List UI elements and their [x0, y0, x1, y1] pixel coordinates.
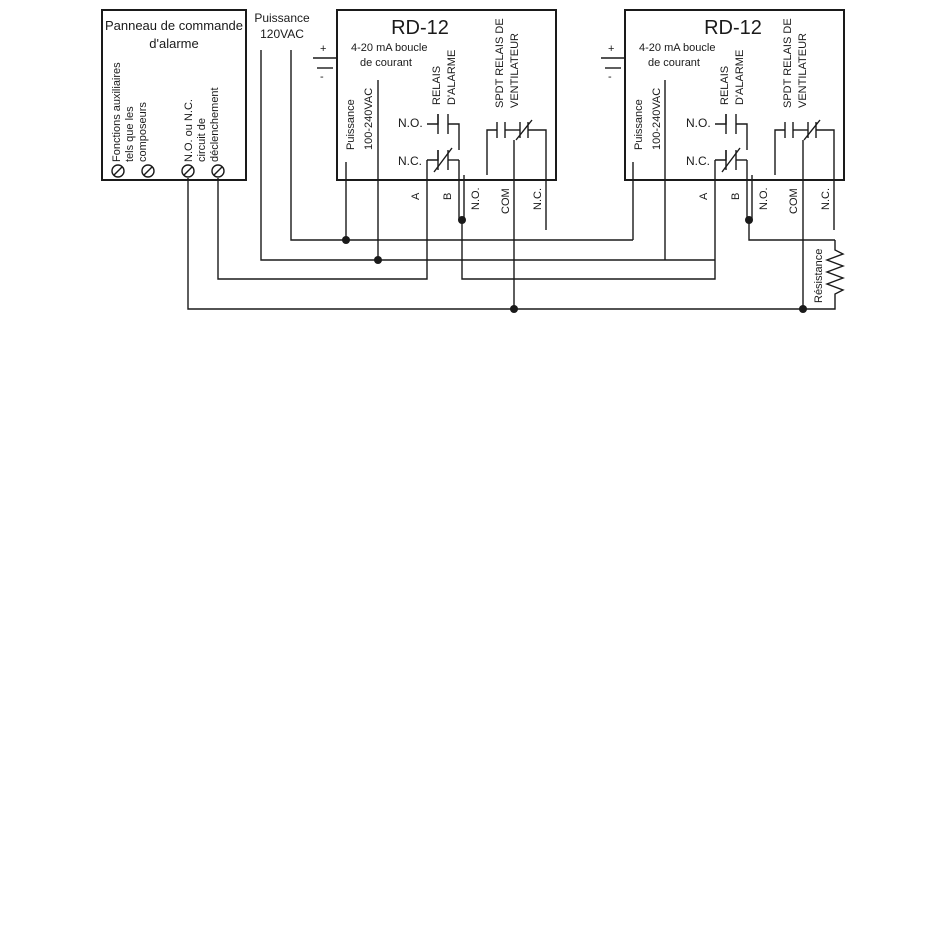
terminal-b-label: B — [730, 193, 742, 200]
power-wire-line — [290, 50, 633, 241]
terminal-no-label: N.O. — [758, 187, 770, 210]
alarm-panel-box — [101, 9, 247, 181]
junction-dot — [510, 305, 518, 313]
current-loop-label-line1: 4-20 mA boucle — [351, 42, 427, 54]
current-loop-battery-icon — [313, 57, 337, 69]
power-supply-label-line1: Puissance — [254, 11, 310, 25]
resistor-icon — [803, 240, 845, 310]
rd12-unit-box — [336, 9, 557, 181]
trigger-circuit-label-line1: N.O. ou N.C. — [183, 99, 195, 162]
wiring — [187, 50, 845, 313]
alarm-panel-title-line1: Panneau de commande — [105, 18, 243, 33]
panel-terminal-screw-icon — [141, 164, 155, 178]
trigger-wire-common — [187, 178, 803, 310]
power-supply-label-line2: 120VAC — [260, 27, 304, 41]
rd12-unit-2: RD-12 + - 4-20 mA boucle de courant Puis… — [601, 9, 845, 214]
unit-power-label-line1: Puissance — [633, 99, 645, 150]
panel-terminal-screw-icon — [211, 164, 225, 178]
trigger-circuit-label-line2: circuit de — [196, 118, 208, 162]
terminal-no-label: N.O. — [470, 187, 482, 210]
unit2-to-resistor — [748, 220, 835, 241]
fan-relay-label-line1: SPDT RELAIS DE — [494, 18, 506, 108]
terminal-com-label: COM — [788, 188, 800, 214]
trigger-circuit-label-line3: déclenchement — [209, 87, 221, 162]
alarm-relay-no-label: N.O. — [398, 116, 423, 130]
fan-relay-contacts-icon — [486, 119, 547, 175]
alarm-control-panel: Panneau de commande d'alarme Fonctions a… — [101, 9, 247, 181]
unit-b-to-unit2-a — [461, 160, 716, 280]
junction-dot — [342, 236, 350, 244]
unit-power-label-line2: 100-240VAC — [651, 88, 663, 150]
alarm-relay-nc-label: N.C. — [398, 154, 422, 168]
rd12-unit-title: RD-12 — [704, 17, 762, 39]
alarm-relay-nc-contact-icon — [715, 147, 747, 173]
fan-relay-label-line1: SPDT RELAIS DE — [782, 18, 794, 108]
rd12-unit-1: RD-12 + - 4-20 mA boucle de courant Puis… — [313, 9, 557, 214]
unit-power-label-line2: 100-240VAC — [363, 88, 375, 150]
rd12-unit-box — [624, 9, 845, 181]
trigger-wire-a — [217, 160, 428, 280]
rd12-unit-title: RD-12 — [391, 17, 449, 39]
current-loop-label-line2: de courant — [360, 57, 412, 69]
resistor-label: Résistance — [813, 249, 825, 303]
current-loop-label-line2: de courant — [648, 57, 700, 69]
junction-dot — [458, 216, 466, 224]
current-loop-battery-icon — [601, 57, 625, 69]
alarm-relay-no-contact-icon — [427, 114, 460, 134]
battery-minus-sign: - — [608, 71, 612, 83]
alarm-relay-label-line2: D'ALARME — [446, 50, 458, 105]
panel-terminal-screw-icon — [181, 164, 195, 178]
terminal-nc-label: N.C. — [532, 188, 544, 210]
alarm-relay-label-line1: RELAIS — [431, 66, 443, 105]
alarm-relay-no-label: N.O. — [686, 116, 711, 130]
junction-dot — [745, 216, 753, 224]
aux-functions-label-line2: tels que les — [124, 106, 136, 162]
panel-terminal-screw-icon — [111, 164, 125, 178]
junction-dot — [799, 305, 807, 313]
terminal-b-label: B — [442, 193, 454, 200]
battery-plus-sign: + — [320, 43, 326, 55]
terminal-a-label: A — [698, 192, 710, 200]
junction-dot — [374, 256, 382, 264]
alarm-relay-no-contact-icon — [715, 114, 748, 134]
fan-relay-contacts-icon — [774, 119, 835, 175]
terminal-com-label: COM — [500, 188, 512, 214]
aux-functions-label-line3: composeurs — [137, 102, 149, 162]
alarm-relay-label-line1: RELAIS — [719, 66, 731, 105]
unit-power-label-line1: Puissance — [345, 99, 357, 150]
fan-relay-label-line2: VENTILATEUR — [509, 33, 521, 108]
terminal-nc-label: N.C. — [820, 188, 832, 210]
alarm-relay-label-line2: D'ALARME — [734, 50, 746, 105]
fan-relay-label-line2: VENTILATEUR — [797, 33, 809, 108]
terminal-a-label: A — [410, 192, 422, 200]
alarm-relay-nc-label: N.C. — [686, 154, 710, 168]
battery-plus-sign: + — [608, 43, 614, 55]
power-wire-neutral — [260, 50, 715, 261]
current-loop-label-line1: 4-20 mA boucle — [639, 42, 715, 54]
alarm-relay-nc-contact-icon — [427, 147, 459, 173]
alarm-panel-title-line2: d'alarme — [149, 36, 198, 51]
battery-minus-sign: - — [320, 71, 324, 83]
aux-functions-label-line1: Fonctions auxiliaires — [111, 62, 123, 162]
